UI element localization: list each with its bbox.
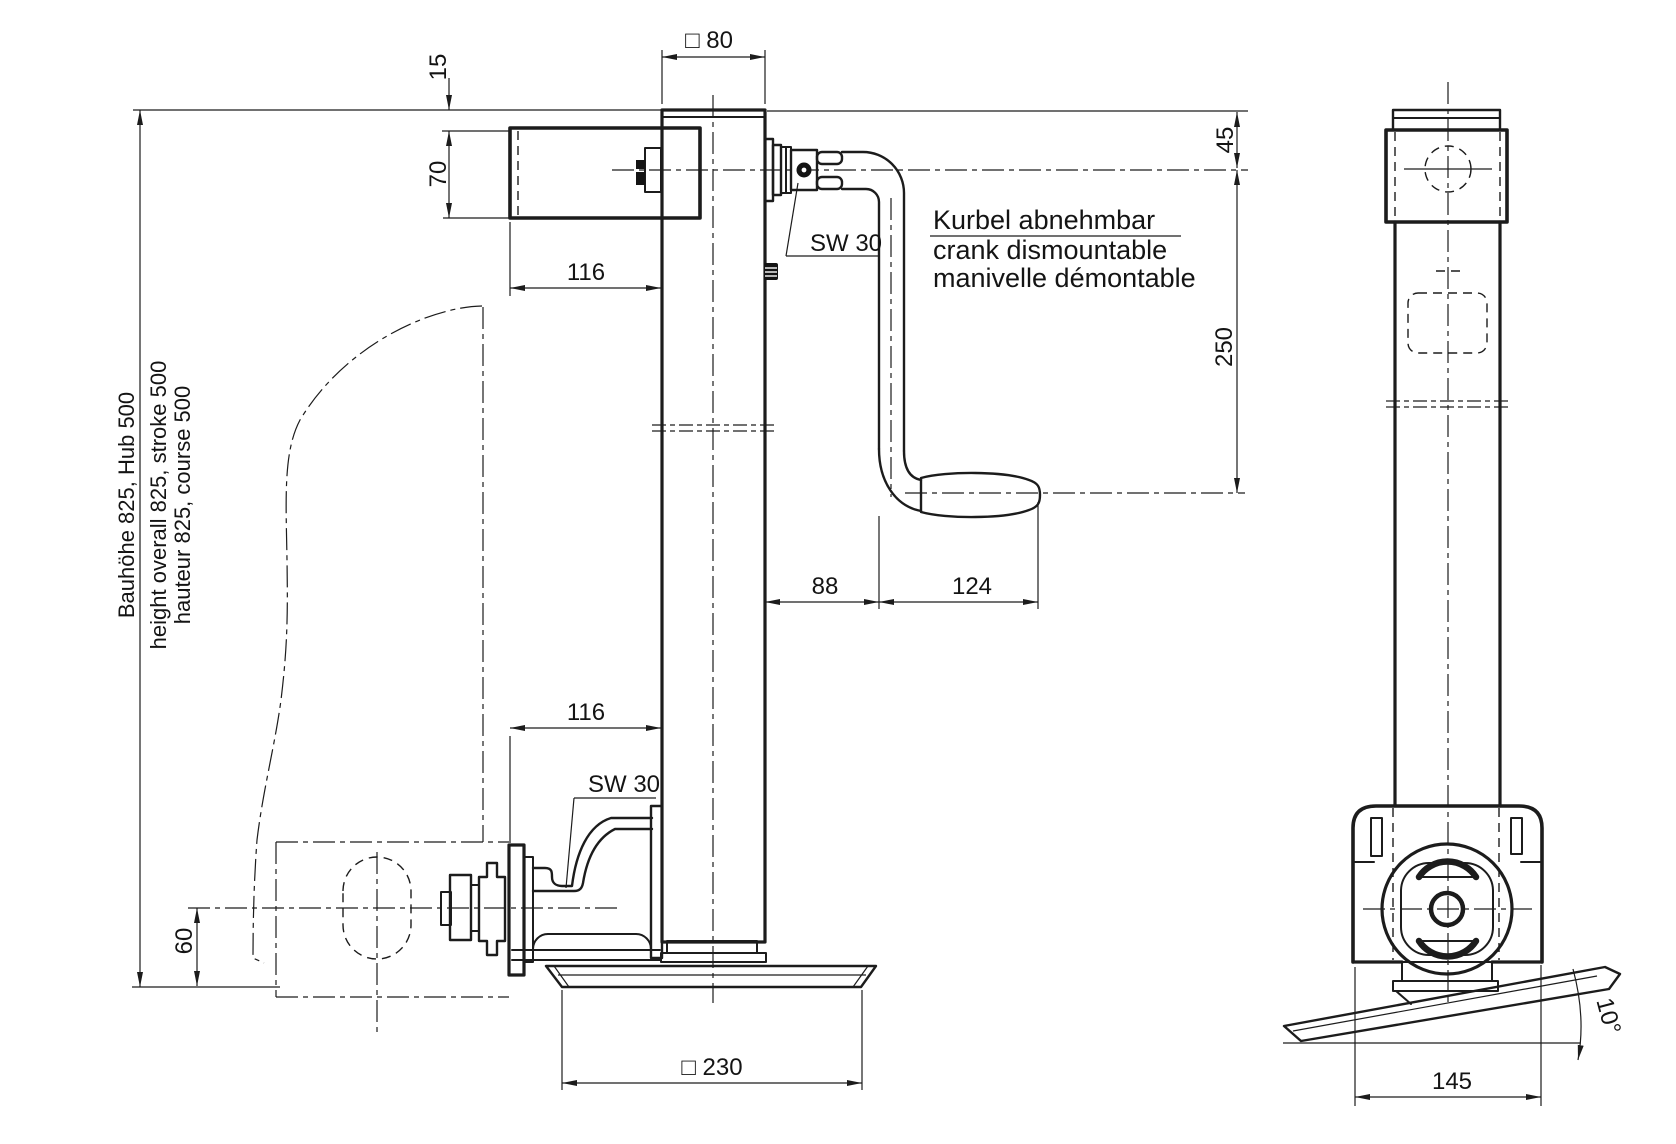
- label-wrench-upper: SW 30: [810, 230, 882, 257]
- side-tube-cap: [1391, 108, 1502, 132]
- side-gearbox-housing: [1384, 128, 1509, 224]
- note-crank-en: crank dismountable: [933, 235, 1167, 265]
- foot-housing-tab-right: [1510, 817, 1523, 855]
- crank-fork-body: [789, 148, 819, 192]
- gearbox-housing: [508, 126, 702, 220]
- bracket-foot-fillet-left: [532, 933, 549, 950]
- foot-plate-bevel-right: [852, 965, 869, 988]
- crank-rod-lower-bend-outer: [877, 447, 923, 513]
- swivel-crescent-top: [1415, 858, 1480, 881]
- dim-foot-plate: □ 230: [681, 1054, 742, 1081]
- bracket-inner-plate: [523, 856, 534, 963]
- foot-plate-bevel-left: [553, 965, 570, 988]
- crank-pin-center: [801, 167, 807, 173]
- front-view: □ 80 15 70 116 116 SW 30 SW 30 45 250 88…: [114, 27, 1248, 1090]
- tilting-foot-rim-line: [1292, 975, 1598, 1032]
- dim-gearbox-height: 70: [425, 161, 452, 188]
- hex-adapter: [477, 861, 507, 957]
- sw30u-leader: [785, 182, 799, 257]
- crank-handle-grip: [919, 471, 1042, 519]
- dim-foot-angle: 10°: [1591, 995, 1626, 1037]
- note-height-fr: hauteur 825, course 500: [170, 386, 195, 625]
- dim-mount-height: 60: [171, 928, 198, 955]
- dim-top-clearance: 15: [425, 54, 452, 81]
- bracket-plate: [507, 843, 526, 977]
- bracket-foot-fillet-right: [635, 933, 652, 950]
- dim-gearbox-width-upper: 116: [567, 259, 605, 286]
- note-height-en: height overall 825, stroke 500: [146, 361, 171, 650]
- angle-arc: [1572, 968, 1584, 1061]
- trailer-frame-phantom-outline: [252, 305, 483, 964]
- mount-slot-hidden: [342, 856, 412, 960]
- dim-bracket-width: 145: [1432, 1068, 1472, 1095]
- crank-rod-inner-edge: [840, 187, 881, 451]
- sw30l-leader: [565, 797, 575, 889]
- dim-gearbox-width-lower: 116: [567, 699, 605, 726]
- swivel-crescent-bottom: [1415, 937, 1480, 960]
- gearbox-shaft-end: [644, 147, 662, 193]
- dim-tube-width: □ 80: [685, 27, 733, 54]
- side-view: 10° 145: [1282, 82, 1626, 1106]
- dim-handle-length: 124: [952, 573, 992, 600]
- foot-housing-outline: [1351, 804, 1544, 964]
- crank-rod-outer-edge: [840, 150, 906, 453]
- crank-fork-arm-bottom: [815, 175, 844, 191]
- crank-fork-arm-top: [815, 150, 844, 166]
- dim-crank-drop: 250: [1211, 327, 1238, 367]
- label-wrench-lower: SW 30: [588, 771, 660, 798]
- dim-crank-axis-offset: 45: [1212, 127, 1239, 154]
- inner-tube-flange: [660, 952, 767, 963]
- bracket-back-plate: [649, 804, 664, 960]
- note-crank-de: Kurbel abnehmbar: [933, 205, 1155, 235]
- gearbox-bolt-thread-detail: [636, 172, 645, 185]
- crank-rest-profile-upper: [531, 816, 654, 888]
- foot-plate-front: [544, 964, 878, 989]
- side-hidden-access-hole: [1407, 292, 1488, 354]
- crank-rod-lower-bend-inner: [902, 449, 923, 482]
- gearbox-bolt-detail: [636, 160, 645, 169]
- crank-rest-profile-lower: [531, 827, 654, 893]
- tilting-foot-plate: [1282, 965, 1622, 1043]
- note-height-de: Bauhöhe 825, Hub 500: [114, 392, 139, 618]
- dim-crank-clearance: 88: [812, 573, 839, 600]
- foot-plate-strut: [1395, 990, 1412, 1005]
- note-crank-fr: manivelle démontable: [933, 263, 1196, 293]
- foot-housing-tab-left: [1370, 817, 1383, 857]
